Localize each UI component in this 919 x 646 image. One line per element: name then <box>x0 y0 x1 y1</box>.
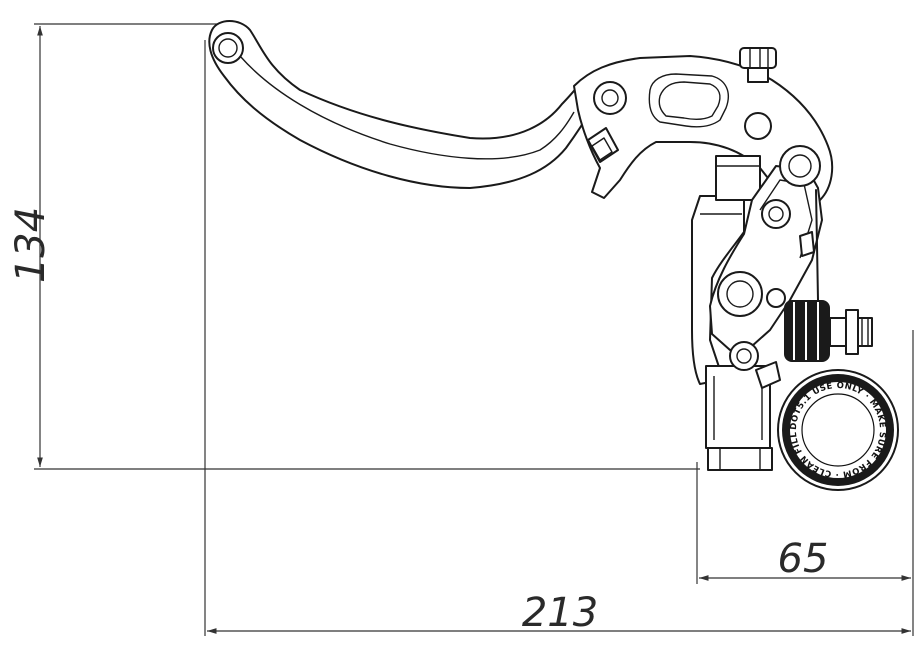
pushrod-barrel <box>784 300 873 362</box>
offset-label: 65 <box>778 536 829 582</box>
adjuster-hole <box>744 112 772 140</box>
adjuster-knob <box>739 47 777 83</box>
lever-head <box>573 47 834 207</box>
total-width-label: 213 <box>522 590 598 636</box>
master-cylinder-body <box>691 155 773 471</box>
height-label: 134 <box>8 207 54 283</box>
linkage-arm <box>709 145 823 389</box>
dimension-lines <box>34 23 914 636</box>
lever-blade <box>208 20 599 189</box>
